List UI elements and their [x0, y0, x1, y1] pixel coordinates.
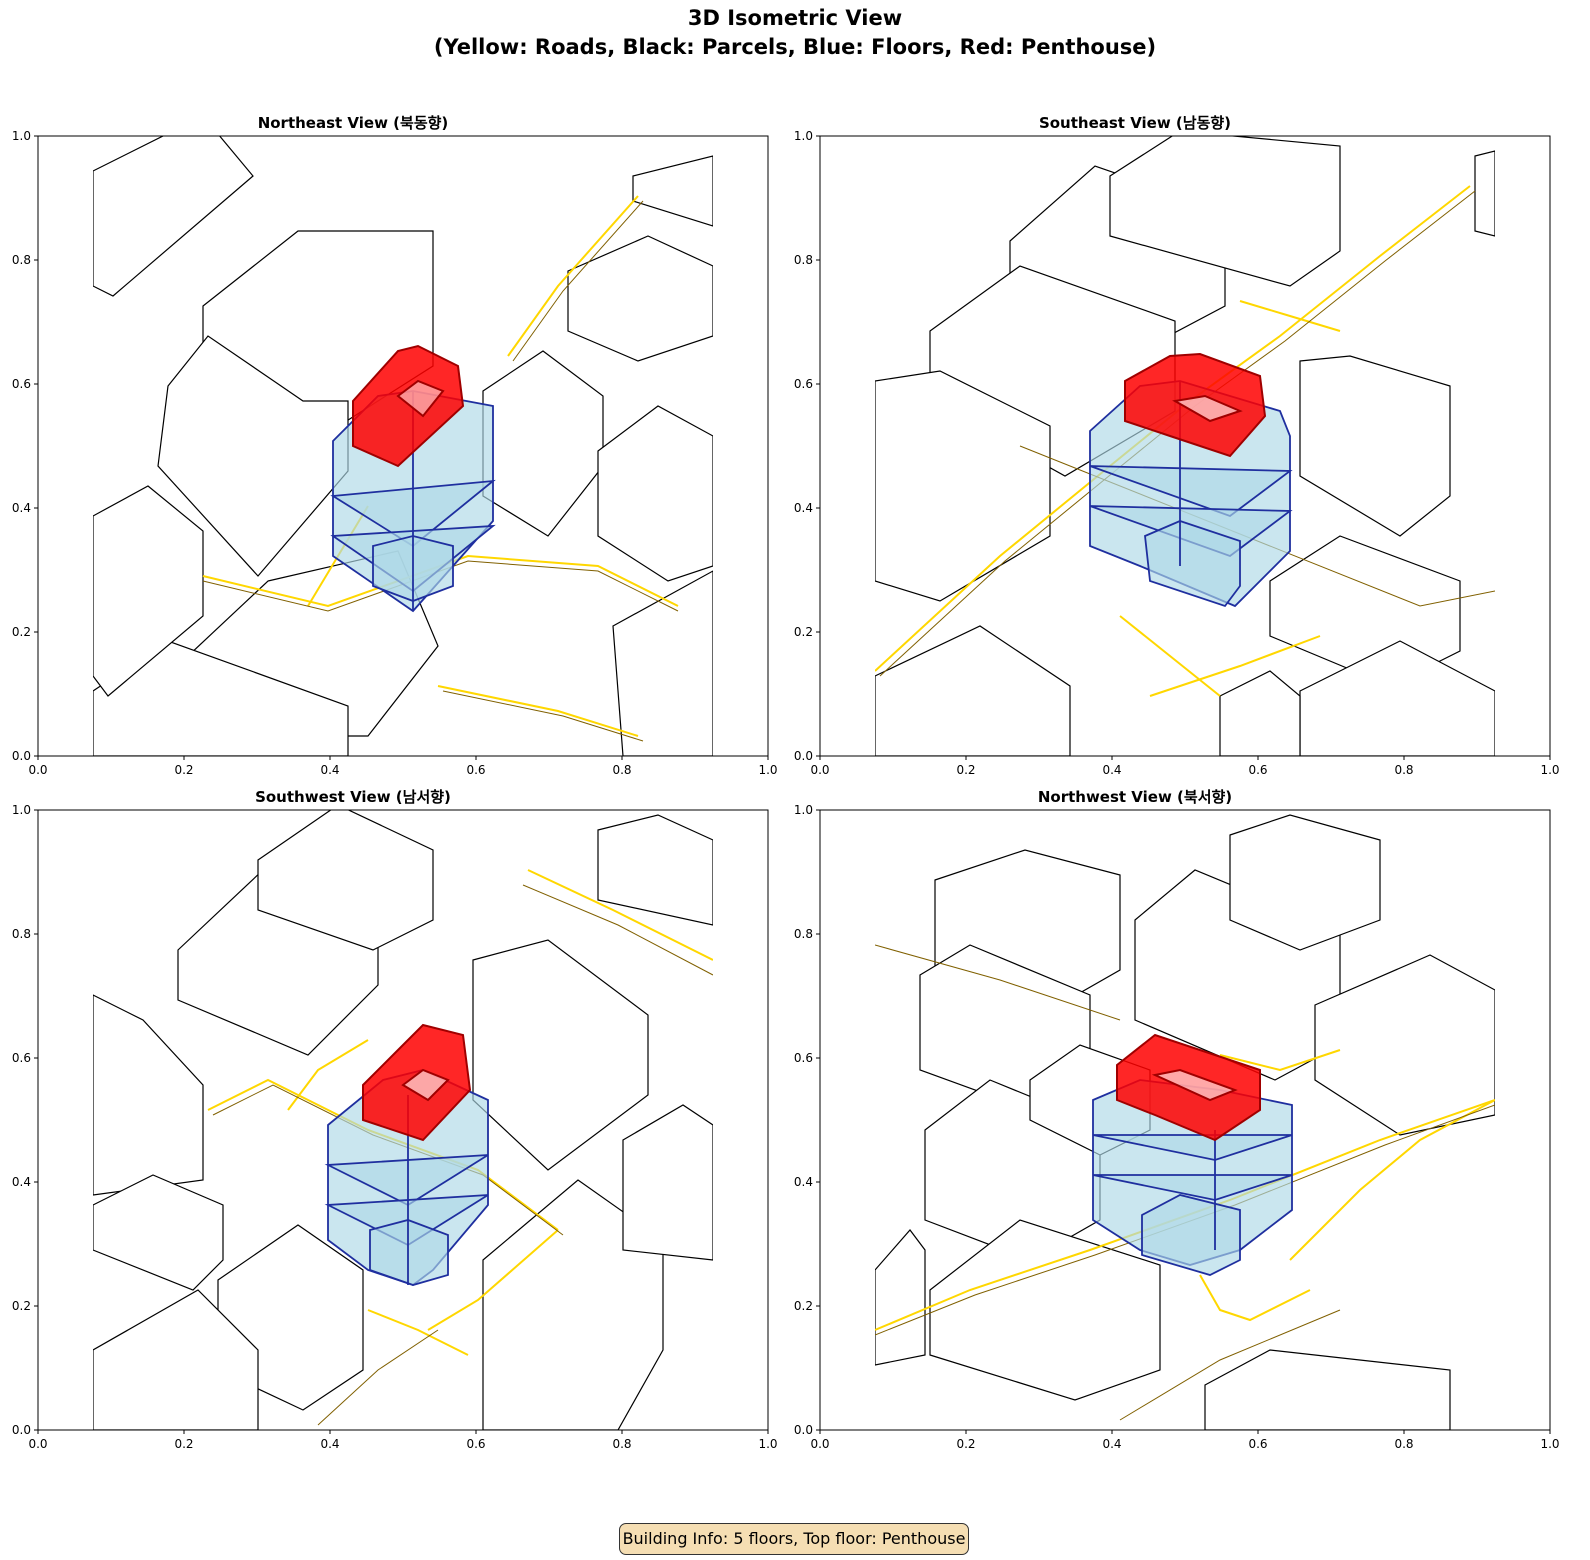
y-tick-label: 0.4 [12, 1175, 31, 1189]
axes-frame [819, 135, 1551, 757]
x-tick-label: 0.8 [1394, 763, 1413, 777]
x-tick-label: 0.6 [1248, 763, 1267, 777]
x-tick-label: 0.4 [320, 1437, 339, 1451]
y-tick-label: 0.8 [12, 253, 31, 267]
figure-title: 3D Isometric View [687, 6, 903, 30]
axes-frame [37, 135, 769, 757]
x-tick-label: 0.0 [810, 1437, 829, 1451]
x-tick-label: 1.0 [758, 1437, 777, 1451]
penthouse-northwest [1116, 1033, 1261, 1142]
x-tick-label: 0.0 [810, 763, 829, 777]
x-tick-label: 0.2 [956, 763, 975, 777]
northwest-view: 0.0 0.2 0.4 0.6 0.8 1.0 0.0 0.2 0.4 0.6 0.8 1.0 [794, 803, 1560, 1451]
y-tick-label: 1.0 [12, 803, 31, 817]
x-tick-label: 0.4 [320, 763, 339, 777]
y-tick-label: 1.0 [12, 129, 31, 143]
building-floors-southwest [324, 1069, 489, 1287]
x-tick-label: 0.6 [1248, 1437, 1267, 1451]
x-tick-label: 0.6 [466, 763, 485, 777]
y-tick-label: 0.8 [12, 927, 31, 941]
parcels-northwest [875, 814, 1495, 1430]
parcels-southeast [875, 136, 1495, 756]
x-tick-label: 0.2 [956, 1437, 975, 1451]
y-tick-label: 0.0 [794, 1423, 813, 1437]
panel-title-northeast: Northeast View (북동향) [257, 114, 449, 132]
building-floors-northeast [330, 390, 496, 613]
penthouse-southeast [1124, 352, 1267, 458]
x-tick-label: 0.4 [1102, 763, 1121, 777]
parcels-northeast [93, 136, 713, 756]
x-tick-label: 0.0 [28, 763, 47, 777]
y-tick-label: 0.6 [794, 1051, 813, 1065]
x-tick-label: 0.4 [1102, 1437, 1121, 1451]
y-tick-label: 0.6 [12, 1051, 31, 1065]
panel-title-southwest: Southwest View (남서향) [255, 788, 451, 806]
y-tick-label: 1.0 [794, 129, 813, 143]
x-tick-label: 0.8 [612, 763, 631, 777]
southeast-view: 0.0 0.2 0.4 0.6 0.8 1.0 0.0 0.2 0.4 0.6 0.8 1.0 [794, 129, 1560, 777]
northeast-view: 0.0 0.2 0.4 0.6 0.8 1.0 0.0 0.2 0.4 0.6 0.8 1.0 [12, 129, 778, 777]
y-tick-label: 0.0 [794, 749, 813, 763]
x-tick-label: 1.0 [1540, 1437, 1559, 1451]
y-tick-label: 0.6 [794, 377, 813, 391]
y-tick-label: 0.2 [794, 1299, 813, 1313]
x-tick-label: 0.6 [466, 1437, 485, 1451]
penthouse-northeast [352, 344, 465, 468]
x-tick-label: 0.2 [174, 1437, 193, 1451]
x-tick-label: 0.8 [1394, 1437, 1413, 1451]
panel-title-southeast: Southeast View (남동향) [1038, 114, 1232, 132]
y-tick-label: 0.8 [794, 927, 813, 941]
axes-frame [819, 809, 1551, 1431]
axes-frame [37, 809, 769, 1431]
y-tick-label: 0.0 [12, 1423, 31, 1437]
y-tick-label: 0.0 [12, 749, 31, 763]
y-tick-label: 1.0 [794, 803, 813, 817]
parcels-southwest [93, 810, 713, 1430]
building-info-box: Building Info: 5 floors, Top floor: Pent… [619, 1523, 969, 1555]
x-tick-label: 1.0 [1540, 763, 1559, 777]
y-tick-label: 0.4 [12, 501, 31, 515]
x-tick-label: 0.2 [174, 763, 193, 777]
figure-subtitle: (Yellow: Roads, Black: Parcels, Blue: Fl… [433, 35, 1157, 59]
y-tick-label: 0.4 [794, 1175, 813, 1189]
y-tick-label: 0.4 [794, 501, 813, 515]
x-tick-label: 0.8 [612, 1437, 631, 1451]
penthouse-southwest [362, 1023, 472, 1142]
y-tick-label: 0.8 [794, 253, 813, 267]
panel-title-northwest: Northwest View (북서향) [1037, 788, 1233, 806]
y-tick-label: 0.2 [12, 625, 31, 639]
y-tick-label: 0.2 [12, 1299, 31, 1313]
y-tick-label: 0.6 [12, 377, 31, 391]
x-tick-label: 0.0 [28, 1437, 47, 1451]
southwest-view: 0.0 0.2 0.4 0.6 0.8 1.0 0.0 0.2 0.4 0.6 0.8 1.0 [12, 803, 778, 1451]
road-edges-northeast [202, 200, 679, 742]
y-tick-label: 0.2 [794, 625, 813, 639]
x-tick-label: 1.0 [758, 763, 777, 777]
